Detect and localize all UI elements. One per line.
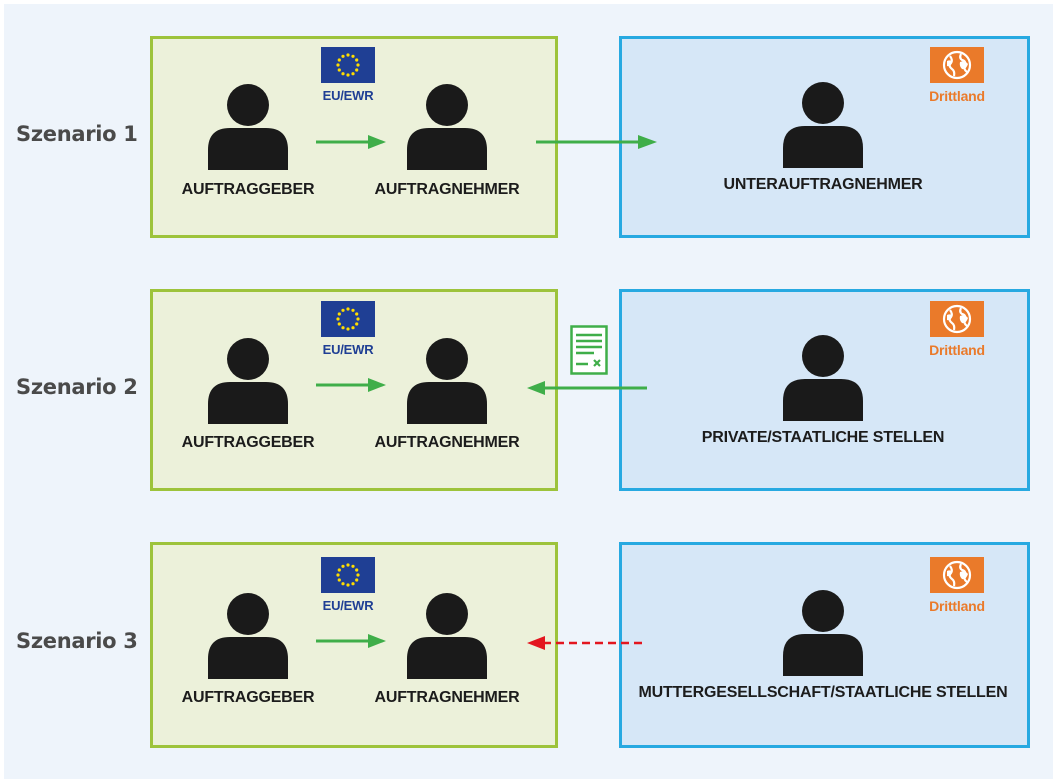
person-icon	[783, 590, 863, 676]
person-icon	[407, 338, 487, 424]
person-icon	[208, 338, 288, 424]
person-icon	[407, 84, 487, 170]
client-label: AUFTRAGGEBER	[181, 181, 315, 198]
contractor-label: AUFTRAGNEHMER	[374, 181, 520, 198]
arrow-third-party-to-contractor	[527, 381, 647, 395]
eu-flag-icon	[321, 301, 375, 337]
scenario-3-label: Szenario 3	[16, 629, 138, 653]
arrow-third-party-to-contractor-dashed	[527, 636, 647, 650]
arrow-contractor-to-third-party	[536, 135, 657, 149]
eu-flag-icon	[321, 47, 375, 83]
contractor-label: AUFTRAGNEHMER	[374, 434, 520, 451]
person-icon	[208, 84, 288, 170]
scenario-2-label: Szenario 2	[16, 375, 138, 399]
drittland-label: Drittland	[929, 88, 985, 104]
contractor-label: AUFTRAGNEHMER	[374, 689, 520, 706]
person-icon	[783, 82, 863, 168]
third-party-label: PRIVATE/STAATLICHE STELLEN	[701, 429, 945, 446]
globe-icon	[930, 301, 984, 337]
drittland-label: Drittland	[929, 342, 985, 358]
person-icon	[783, 335, 863, 421]
globe-icon	[930, 47, 984, 83]
client-label: AUFTRAGGEBER	[181, 689, 315, 706]
third-party-label: MUTTERGESELLSCHAFT/STAATLICHE STELLEN	[638, 684, 1008, 701]
eu-ewr-label: EU/EWR	[322, 342, 374, 357]
third-party-label: UNTERAUFTRAGNEHMER	[723, 176, 923, 193]
arrow-client-to-contractor	[316, 135, 386, 149]
document-icon	[570, 325, 608, 375]
arrow-client-to-contractor	[316, 634, 386, 648]
globe-icon	[930, 557, 984, 593]
client-label: AUFTRAGGEBER	[181, 434, 315, 451]
drittland-label: Drittland	[929, 598, 985, 614]
person-icon	[407, 593, 487, 679]
arrow-client-to-contractor	[316, 378, 386, 392]
eu-ewr-label: EU/EWR	[322, 598, 374, 613]
eu-flag-icon	[321, 557, 375, 593]
eu-ewr-label: EU/EWR	[322, 88, 374, 103]
scenario-1-label: Szenario 1	[16, 122, 138, 146]
person-icon	[208, 593, 288, 679]
